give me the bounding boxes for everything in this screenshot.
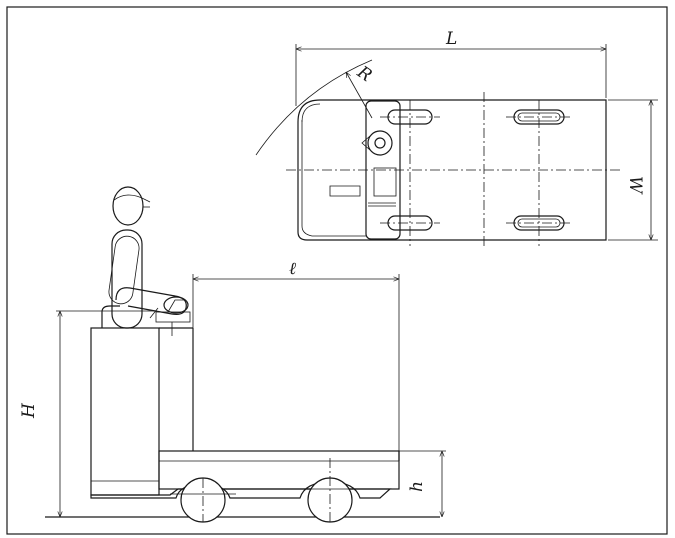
label-H: H <box>19 402 39 419</box>
label-h: h <box>407 481 427 492</box>
drawing-frame <box>6 6 668 535</box>
label-l: ℓ <box>289 259 296 279</box>
operator-compartment <box>90 327 160 496</box>
operator-figure <box>101 186 189 329</box>
label-L: L <box>445 29 457 49</box>
label-W: W <box>625 176 645 195</box>
radius-leader <box>346 72 373 119</box>
turning-radius-arc <box>255 59 373 156</box>
side-view <box>45 186 446 523</box>
top-view <box>255 44 658 248</box>
label-R: R <box>353 62 376 86</box>
steering-handle <box>367 130 393 156</box>
